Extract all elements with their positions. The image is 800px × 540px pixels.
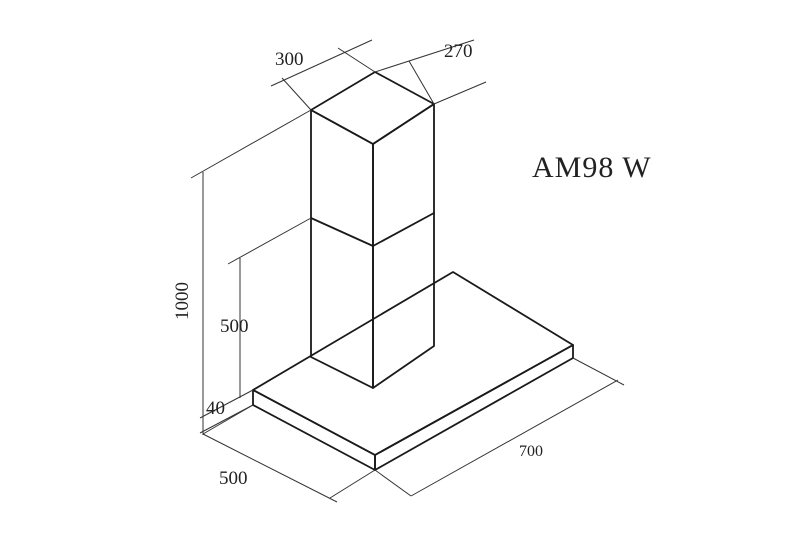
dimension-lines [190, 39, 625, 503]
chimney-top-opening [310, 71, 435, 145]
dim-chimney-depth: 270 [444, 41, 473, 62]
chimney-section-seam [310, 212, 435, 247]
chimney-left-face [310, 109, 374, 389]
canopy-top-face [252, 271, 574, 456]
dim-total-height: 1000 [172, 282, 193, 320]
dim-lower-chimney-height: 500 [220, 316, 249, 337]
chimney [310, 71, 435, 389]
dim-canopy-width: 700 [519, 443, 543, 460]
canopy-front-face [252, 389, 376, 471]
dim-canopy-depth: 500 [219, 468, 248, 489]
chimney-right-face [372, 103, 435, 389]
model-label: AM98 W [532, 151, 652, 184]
canopy [252, 271, 574, 471]
dim-canopy-thickness: 40 [206, 398, 225, 419]
canopy-side-face [374, 344, 574, 471]
dim-chimney-width: 300 [275, 49, 304, 70]
